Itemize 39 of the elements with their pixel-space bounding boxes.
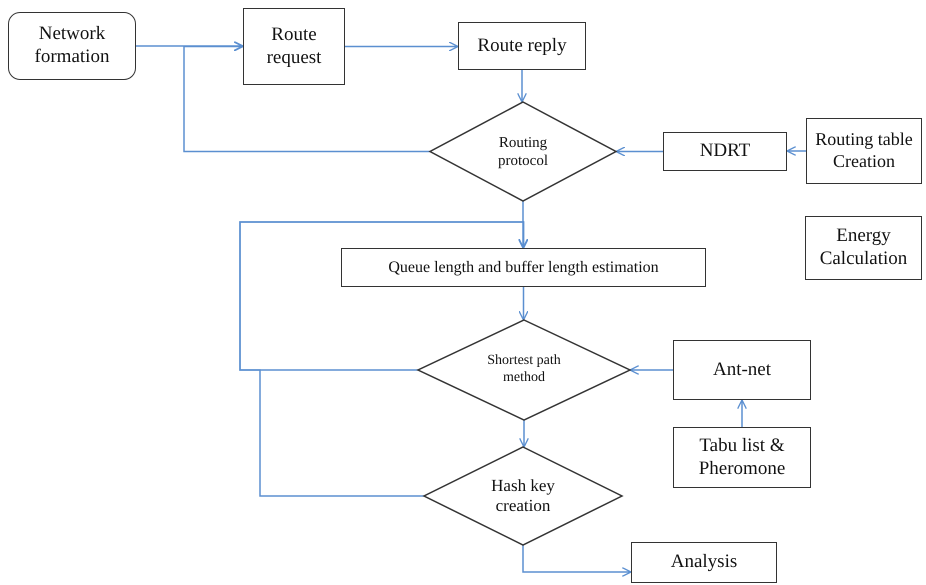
decision-diamond xyxy=(430,102,616,201)
process-box xyxy=(341,248,706,287)
process-box xyxy=(806,118,922,184)
node-label: Ant-net xyxy=(712,358,772,382)
arrow xyxy=(786,146,806,156)
process-box xyxy=(673,427,811,488)
arrow xyxy=(518,420,530,448)
process-box xyxy=(805,216,922,280)
arrow xyxy=(516,70,528,103)
arrow xyxy=(629,364,673,376)
arrow xyxy=(345,41,459,52)
arrow xyxy=(183,41,430,152)
node-label: NDRT xyxy=(700,140,750,163)
node-label: Routing table Creation xyxy=(814,129,914,173)
process-box xyxy=(673,340,811,400)
process-box xyxy=(631,542,777,583)
process-box xyxy=(243,8,345,85)
decision-diamond xyxy=(418,320,630,420)
node-label: Route reply xyxy=(477,34,567,58)
process-box xyxy=(458,22,586,70)
process-box xyxy=(663,132,787,171)
node-label: Analysis xyxy=(670,551,738,574)
node-label: Energy Calculation xyxy=(818,225,908,271)
start-box xyxy=(8,12,136,80)
node-label: Tabu list & Pheromone xyxy=(698,434,786,480)
node-label: Shortest path method xyxy=(486,353,562,387)
node-label: Routing protocol xyxy=(497,134,549,170)
arrow xyxy=(518,201,528,249)
arrow xyxy=(522,545,632,578)
node-label: Route request xyxy=(266,24,322,70)
node-label: Queue length and buffer length estimation xyxy=(388,258,659,278)
arrow xyxy=(136,40,244,52)
arrow xyxy=(736,399,748,427)
decision-diamond xyxy=(424,447,622,545)
arrow xyxy=(615,146,663,157)
arrow xyxy=(239,221,529,497)
node-label: Hash key creation xyxy=(490,476,556,516)
node-label: Network formation xyxy=(34,23,110,69)
arrow xyxy=(518,287,529,321)
